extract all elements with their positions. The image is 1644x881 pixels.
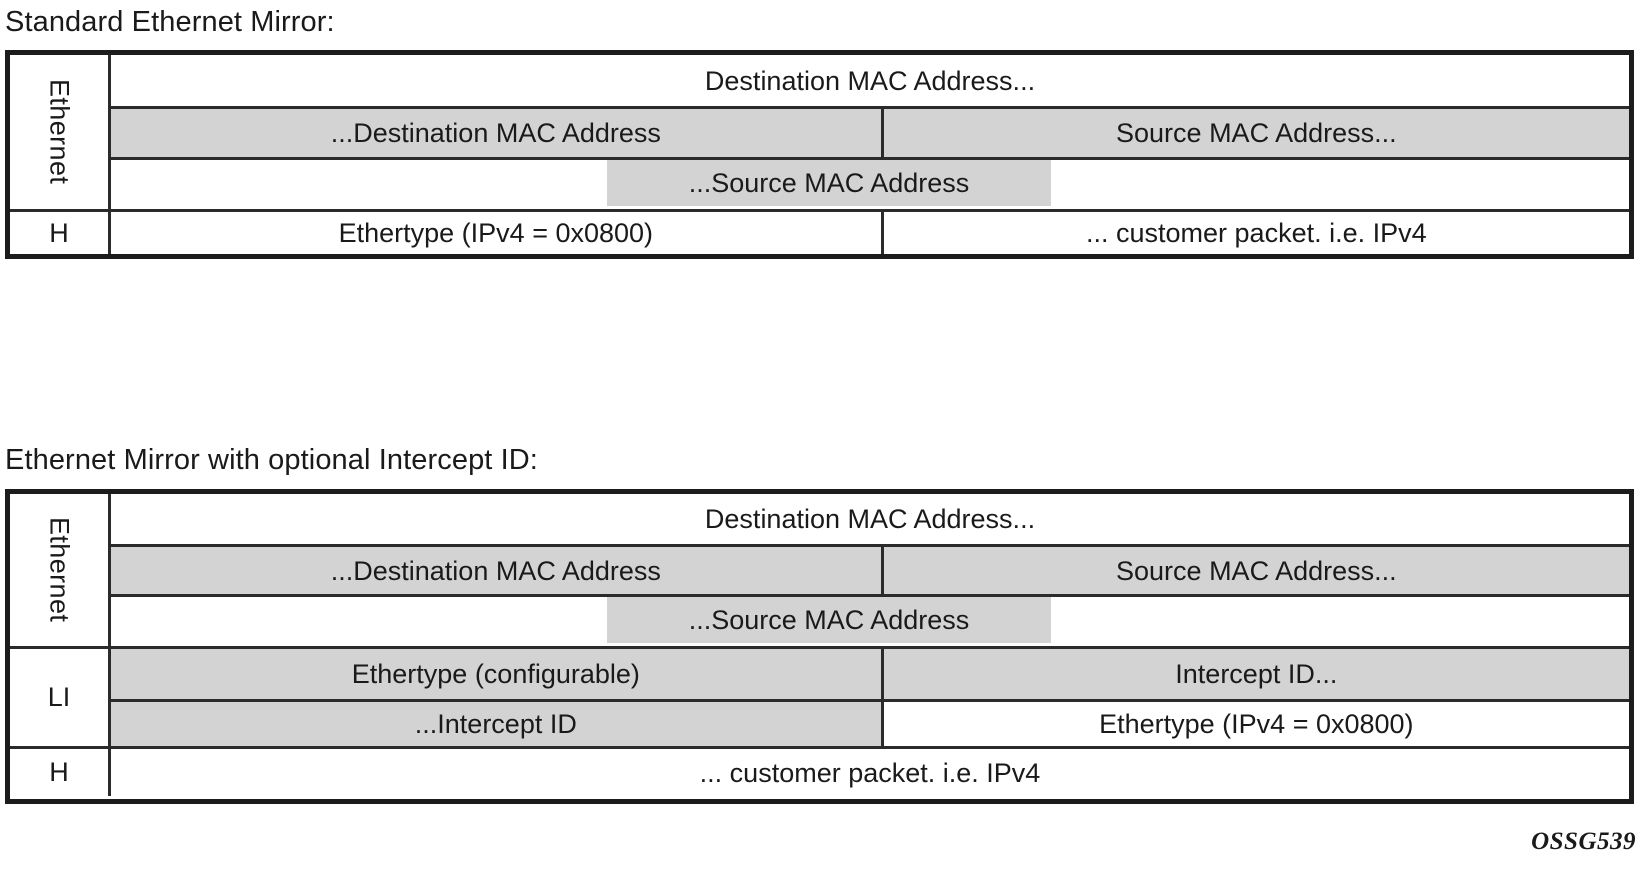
band-li-rows: Ethertype (configurable) Intercept ID...… bbox=[111, 649, 1629, 746]
field-source-mac-address-part2-2: ...Source MAC Address bbox=[607, 597, 1051, 643]
field-ethertype-configurable: Ethertype (configurable) bbox=[111, 649, 884, 699]
band-li: LI Ethertype (configurable) Intercept ID… bbox=[10, 646, 1629, 746]
band-label-ethernet-2: Ethernet bbox=[10, 494, 111, 646]
standard-ethernet-mirror-table: Ethernet Destination MAC Address... ...D… bbox=[5, 50, 1634, 259]
band-ethernet-2: Ethernet Destination MAC Address... ...D… bbox=[10, 494, 1629, 646]
field-intercept-id-part1: Intercept ID... bbox=[883, 649, 1629, 699]
band-label-li-text: LI bbox=[47, 682, 71, 712]
ethernet-mirror-intercept-id-table: Ethernet Destination MAC Address... ...D… bbox=[5, 489, 1634, 804]
field-source-mac-address-part1-2: Source MAC Address... bbox=[883, 547, 1629, 594]
row-source-mac-continued-2: ...Source MAC Address bbox=[111, 594, 1629, 643]
field-customer-packet-2: ... customer packet. i.e. IPv4 bbox=[111, 749, 1629, 796]
field-destination-mac-address-part1-2: Destination MAC Address... bbox=[111, 494, 1629, 544]
row-customer-packet: ... customer packet. i.e. IPv4 bbox=[111, 749, 1629, 796]
band-label-h: H bbox=[10, 212, 111, 254]
field-destination-mac-address-part2: ...Destination MAC Address bbox=[111, 109, 884, 157]
field-ethertype-ipv4-2: Ethertype (IPv4 = 0x0800) bbox=[883, 702, 1629, 746]
band-h-rows: Ethertype (IPv4 = 0x0800) ... customer p… bbox=[111, 212, 1629, 254]
band-label-ethernet-2-text: Ethernet bbox=[44, 517, 75, 623]
band-label-li: LI bbox=[10, 649, 111, 746]
band-label-h-text: H bbox=[49, 217, 69, 248]
field-customer-packet: ... customer packet. i.e. IPv4 bbox=[883, 212, 1629, 254]
diagram-2-caption: Ethernet Mirror with optional Intercept … bbox=[5, 444, 538, 476]
band-ethernet: Ethernet Destination MAC Address... ...D… bbox=[10, 55, 1629, 209]
band-h: H Ethertype (IPv4 = 0x0800) ... customer… bbox=[10, 209, 1629, 254]
field-source-mac-address-part1: Source MAC Address... bbox=[883, 109, 1629, 157]
row-destination-source-mac-2: ...Destination MAC Address Source MAC Ad… bbox=[111, 544, 1629, 594]
field-ethertype-ipv4: Ethertype (IPv4 = 0x0800) bbox=[111, 212, 884, 254]
row-destination-mac-top: Destination MAC Address... bbox=[111, 55, 1629, 106]
row-ethertype-intercept: Ethertype (configurable) Intercept ID... bbox=[111, 649, 1629, 699]
field-destination-mac-address-part1: Destination MAC Address... bbox=[111, 55, 1629, 106]
band-label-h-2-text: H bbox=[49, 757, 69, 787]
band-label-h-2: H bbox=[10, 749, 111, 796]
field-intercept-id-part2: ...Intercept ID bbox=[111, 702, 884, 746]
field-destination-mac-address-part2-2: ...Destination MAC Address bbox=[111, 547, 884, 594]
field-source-mac-address-part2: ...Source MAC Address bbox=[607, 160, 1051, 206]
band-h-2-rows: ... customer packet. i.e. IPv4 bbox=[111, 749, 1629, 796]
row-source-mac-continued: ...Source MAC Address bbox=[111, 157, 1629, 206]
band-label-ethernet: Ethernet bbox=[10, 55, 111, 209]
diagram-1-caption: Standard Ethernet Mirror: bbox=[5, 6, 335, 38]
row-ethertype-customer: Ethertype (IPv4 = 0x0800) ... customer p… bbox=[111, 212, 1629, 254]
band-h-2: H ... customer packet. i.e. IPv4 bbox=[10, 746, 1629, 796]
band-ethernet-2-rows: Destination MAC Address... ...Destinatio… bbox=[111, 494, 1629, 646]
figure-credit-label: OSSG539 bbox=[1531, 828, 1636, 855]
band-label-ethernet-text: Ethernet bbox=[44, 79, 75, 185]
row-destination-source-mac: ...Destination MAC Address Source MAC Ad… bbox=[111, 106, 1629, 157]
row-intercept-ethertype: ...Intercept ID Ethertype (IPv4 = 0x0800… bbox=[111, 699, 1629, 746]
band-ethernet-rows: Destination MAC Address... ...Destinatio… bbox=[111, 55, 1629, 209]
row-destination-mac-top-2: Destination MAC Address... bbox=[111, 494, 1629, 544]
